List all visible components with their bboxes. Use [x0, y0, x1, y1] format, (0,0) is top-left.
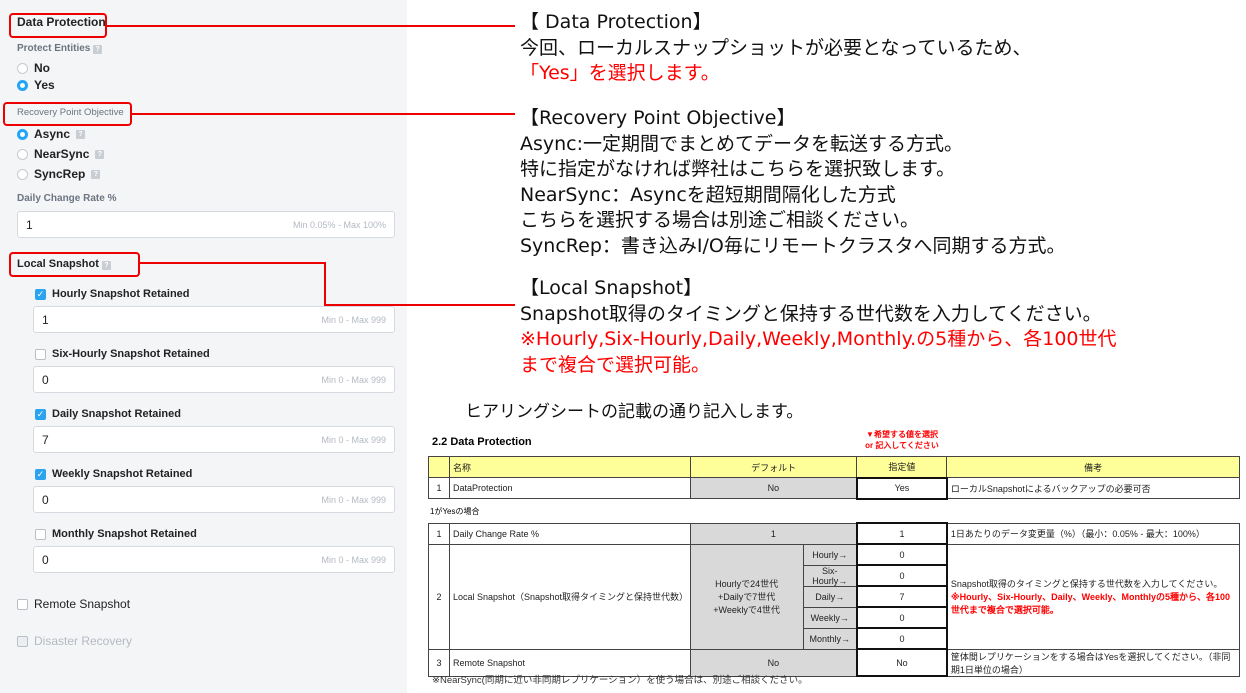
- input-hint: Min 0 - Max 999: [321, 374, 386, 385]
- protect-entities-label: Protect Entities ?: [17, 43, 103, 54]
- daily-change-rate-input[interactable]: 1 Min 0.05% - Max 100%: [17, 211, 395, 238]
- input-value: 0: [42, 552, 49, 567]
- header-name: 名称: [448, 456, 691, 478]
- local-snapshot-label: Local Snapshot ?: [17, 258, 111, 270]
- highlight-box: [3, 102, 132, 126]
- input-hint: Min 0.05% - Max 100%: [292, 219, 386, 230]
- checkbox-icon: [17, 635, 28, 647]
- header-value: 指定値: [856, 456, 948, 478]
- snapshot-checkbox[interactable]: Monthly Snapshot Retained: [35, 528, 197, 540]
- radio-nearsync[interactable]: NearSync?: [17, 147, 105, 161]
- snapshot-checkbox[interactable]: Six-Hourly Snapshot Retained: [35, 348, 210, 360]
- input-hint: Min 0 - Max 999: [321, 314, 386, 325]
- footnote: ※NearSync(同期に近い非同期レプリケーション）を使う場合は、別途ご相談く…: [432, 675, 808, 686]
- checkbox-icon: ✓: [35, 288, 46, 300]
- highlight-box: [9, 13, 107, 38]
- radio-checked-icon: [17, 128, 28, 140]
- checkbox-icon: [17, 598, 28, 610]
- snapshot-retained-input[interactable]: 0 Min 0 - Max 999: [33, 546, 395, 573]
- section-data-protection: Data Protection: [17, 15, 106, 29]
- settings-panel: [0, 0, 407, 693]
- value-cell[interactable]: Yes: [855, 476, 948, 500]
- daily-change-rate-label: Daily Change Rate %: [17, 193, 117, 204]
- snapshot-retained-input[interactable]: 7 Min 0 - Max 999: [33, 426, 395, 453]
- radio-syncrep[interactable]: SyncRep?: [17, 167, 101, 181]
- radio-async[interactable]: Async?: [17, 127, 86, 141]
- local-snapshot-note: Snapshot取得のタイミングと保持する世代数を入力してください。※Hourl…: [946, 543, 1240, 650]
- radio-icon: [17, 168, 28, 180]
- hearing-note: ヒアリングシートの記載の通り記入します。: [465, 402, 804, 422]
- help-icon[interactable]: ?: [93, 45, 103, 54]
- input-value: 0: [42, 492, 49, 507]
- snapshot-retained-input[interactable]: 0 Min 0 - Max 999: [33, 366, 395, 393]
- help-icon[interactable]: ?: [91, 169, 101, 179]
- notes-data-protection: 【 Data Protection】今回、ローカルスナップショットが必要となって…: [520, 11, 1032, 84]
- header-default: デフォルト: [689, 456, 858, 478]
- snapshot-retained-input[interactable]: 1 Min 0 - Max 999: [33, 306, 395, 333]
- snapshot-checkbox[interactable]: ✓Weekly Snapshot Retained: [35, 468, 193, 480]
- remote-snapshot-checkbox[interactable]: Remote Snapshot: [17, 597, 130, 611]
- input-hint: Min 0 - Max 999: [321, 494, 386, 505]
- input-value: 1: [26, 217, 33, 232]
- radio-icon: [17, 148, 28, 160]
- input-value: 0: [42, 372, 49, 387]
- input-hint: Min 0 - Max 999: [321, 434, 386, 445]
- disaster-recovery-checkbox[interactable]: Disaster Recovery: [17, 634, 132, 648]
- input-value: 1: [42, 312, 49, 327]
- help-icon[interactable]: ?: [76, 129, 86, 139]
- notes-local-snapshot: 【Local Snapshot】Snapshot取得のタイミングと保持する世代数…: [520, 277, 1117, 376]
- snapshot-checkbox[interactable]: ✓Hourly Snapshot Retained: [35, 288, 190, 300]
- checkbox-icon: [35, 348, 46, 360]
- sheet-title: 2.2 Data Protection: [432, 436, 532, 448]
- checkbox-icon: ✓: [35, 408, 46, 420]
- input-value: 7: [42, 432, 49, 447]
- help-icon[interactable]: ?: [101, 261, 111, 270]
- checkbox-icon: [35, 528, 46, 540]
- radio-checked-icon: [17, 79, 28, 91]
- snapshot-checkbox[interactable]: ✓Daily Snapshot Retained: [35, 408, 181, 420]
- rpo-label: Recovery Point Objective: [17, 107, 124, 118]
- radio-no[interactable]: No: [17, 61, 50, 75]
- condition-label: 1がYesの場合: [430, 507, 480, 516]
- radio-yes[interactable]: Yes: [17, 78, 55, 92]
- checkbox-icon: ✓: [35, 468, 46, 480]
- snapshot-retained-input[interactable]: 0 Min 0 - Max 999: [33, 486, 395, 513]
- radio-icon: [17, 62, 28, 74]
- header-note: 備考: [946, 456, 1240, 478]
- highlight-box: [9, 252, 140, 277]
- notes-rpo: 【Recovery Point Objective】Async:一定期間でまとめ…: [520, 107, 1066, 257]
- help-icon[interactable]: ?: [95, 149, 105, 159]
- input-hint: Min 0 - Max 999: [321, 554, 386, 565]
- default-generations: Hourlyで24世代+Dailyで7世代+Weeklyで4世代: [689, 543, 804, 650]
